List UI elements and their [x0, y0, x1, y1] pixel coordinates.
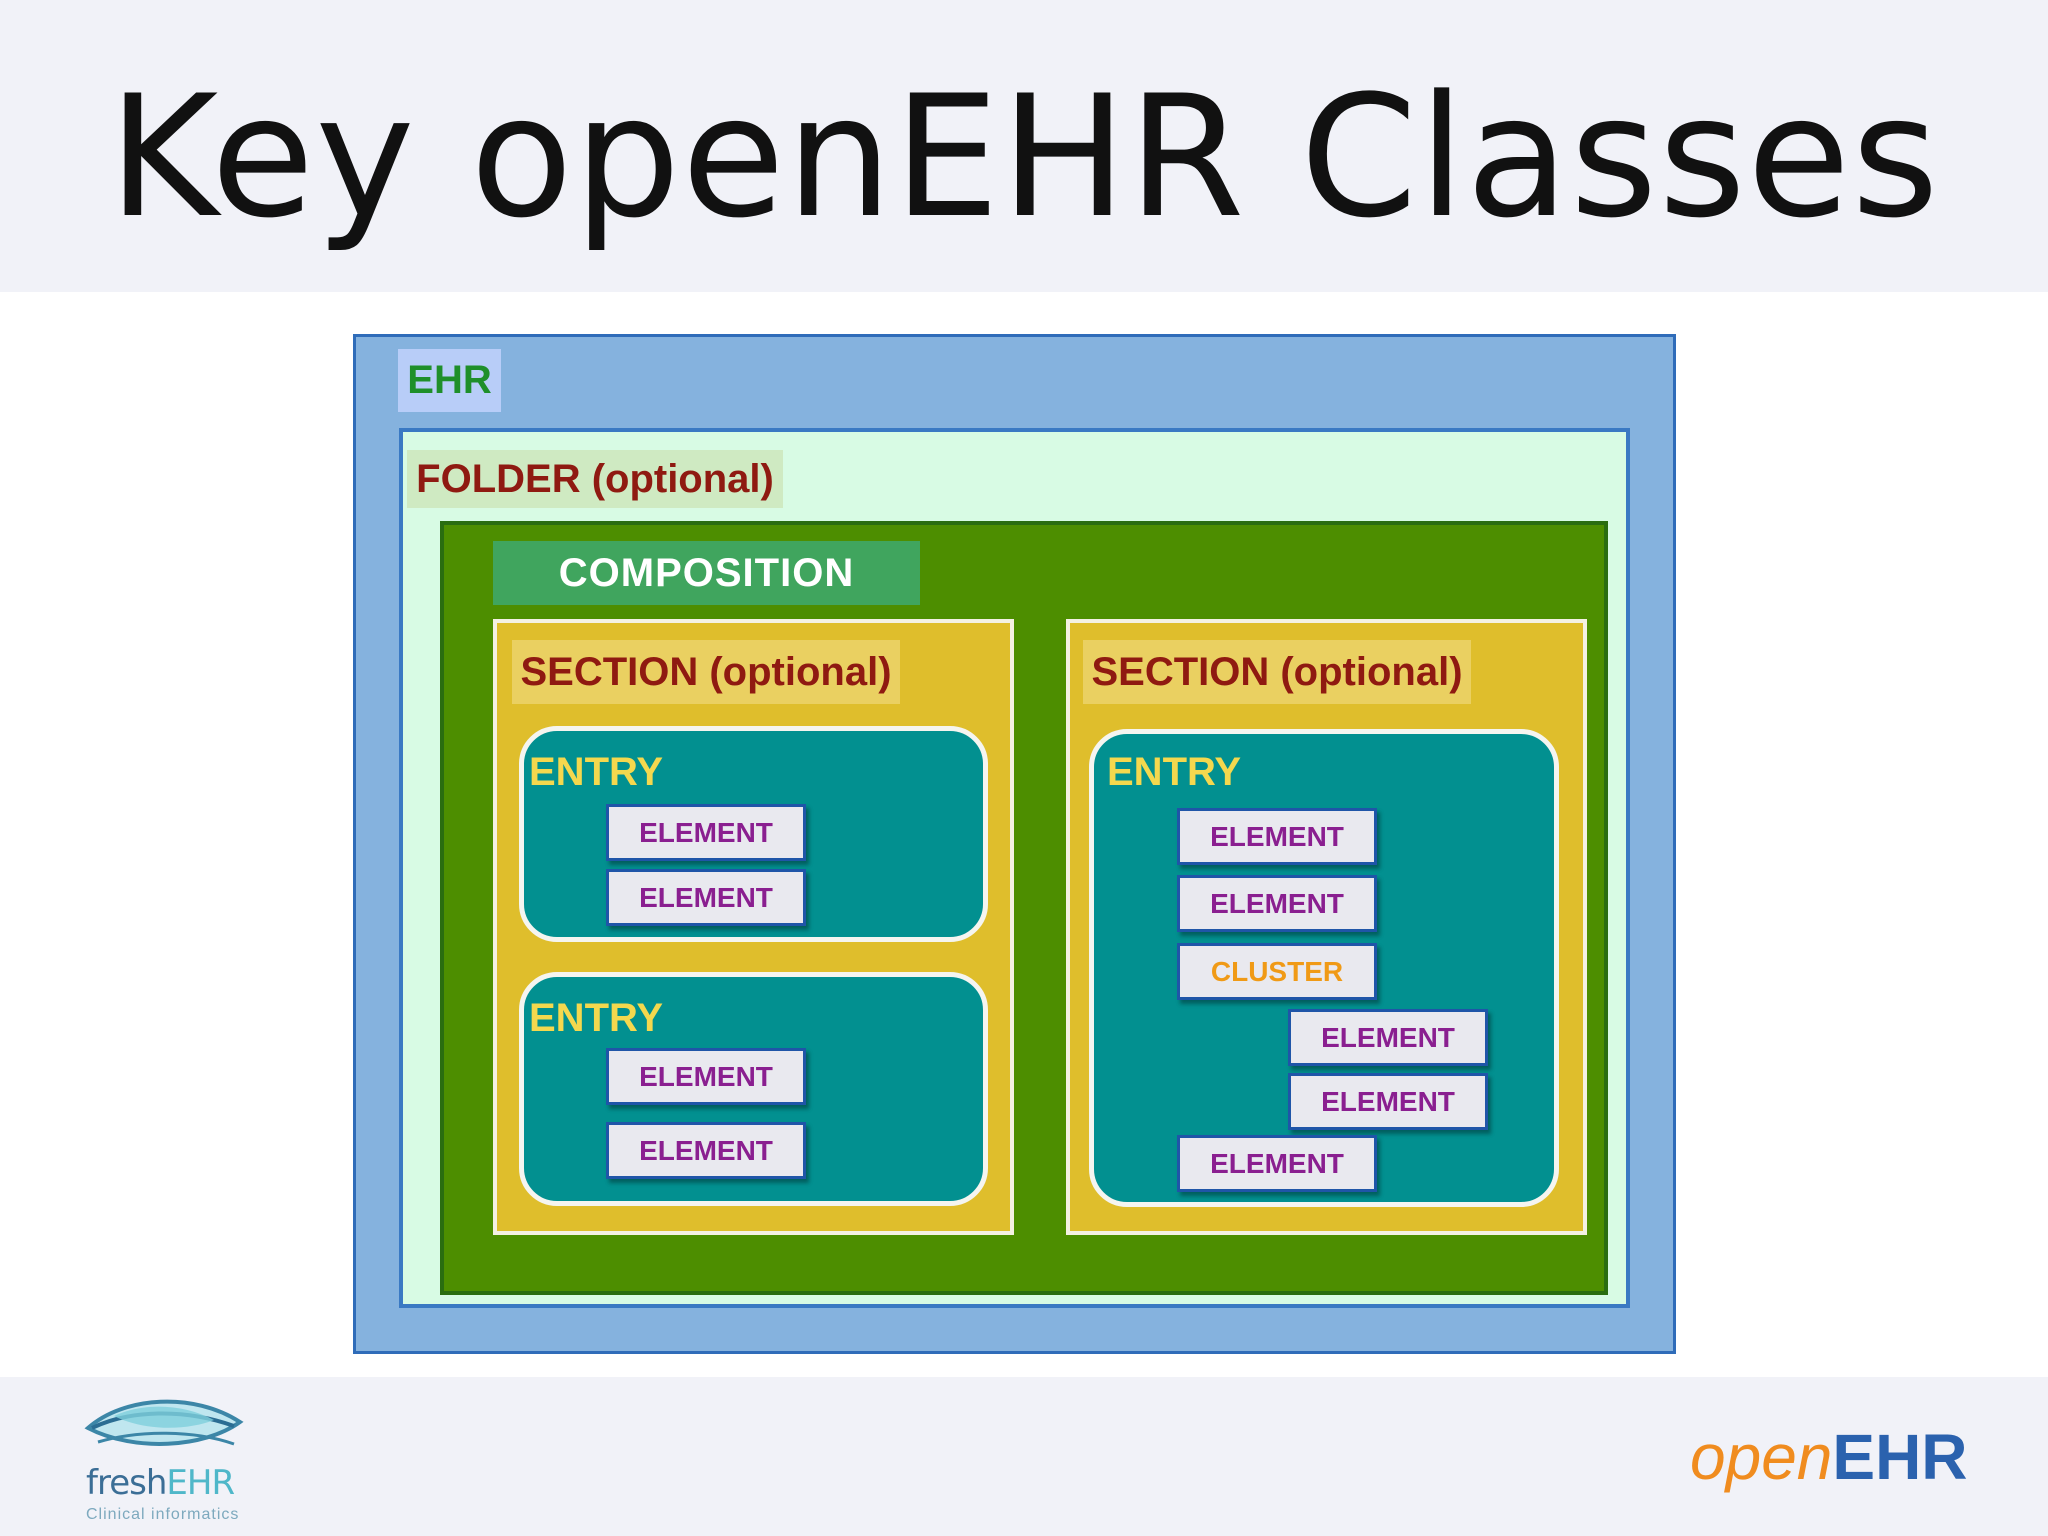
element-box: ELEMENT [606, 1122, 806, 1179]
section-label-right: SECTION (optional) [1083, 640, 1471, 704]
freshehr-logo-icon [84, 1399, 244, 1446]
freshehr-tagline: Clinical informatics [86, 1506, 240, 1523]
element-box: ELEMENT [1177, 875, 1377, 932]
ehr-label: EHR [398, 349, 501, 412]
section-label-left: SECTION (optional) [512, 640, 900, 704]
element-box: ELEMENT [1288, 1073, 1488, 1130]
element-box: ELEMENT [1288, 1009, 1488, 1066]
folder-label: FOLDER (optional) [407, 450, 783, 508]
freshehr-name-part2: EHR [166, 1463, 235, 1503]
entry-label: ENTRY [529, 750, 664, 794]
entry-label: ENTRY [1107, 750, 1242, 794]
element-box: ELEMENT [1177, 808, 1377, 865]
title-band [0, 0, 2048, 292]
openehr-logo-part1: open [1690, 1421, 1833, 1493]
freshehr-name-part1: fresh [86, 1463, 167, 1503]
element-box: ELEMENT [606, 1048, 806, 1105]
composition-label: COMPOSITION [493, 541, 920, 605]
openehr-logo: openEHR [1690, 1420, 1968, 1494]
slide-title: Key openEHR Classes [108, 59, 1940, 255]
openehr-logo-part2: EHR [1832, 1421, 1968, 1493]
entry-label: ENTRY [529, 996, 664, 1040]
element-box: ELEMENT [1177, 1135, 1377, 1192]
element-box: ELEMENT [606, 869, 806, 926]
element-box: ELEMENT [606, 804, 806, 861]
cluster-box: CLUSTER [1177, 943, 1377, 1000]
footer-band [0, 1377, 2048, 1536]
freshehr-wordmark: freshEHR [86, 1463, 235, 1503]
